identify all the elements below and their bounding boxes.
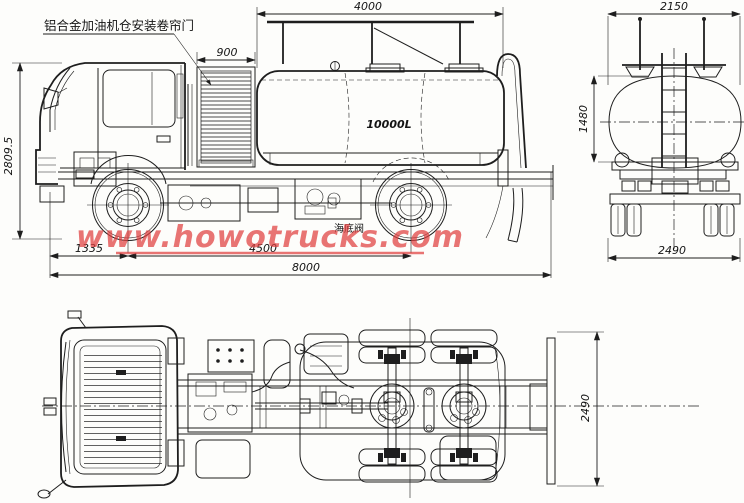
cab-plan (37, 310, 185, 499)
tank-rear (600, 17, 744, 250)
tank-capacity-label: 10000L (366, 118, 411, 131)
engine-and-equipment-plan (187, 333, 497, 481)
watermark-text: www.howotrucks.com (76, 220, 464, 255)
top-view: 2490 (37, 310, 700, 499)
dim-front-overhang: 1335 (75, 242, 103, 255)
dim-wheelbase: 4500 (249, 242, 277, 255)
dim-track-width: 2490 (658, 244, 686, 257)
dim-tank-length: 4000 (354, 0, 382, 13)
cab-side (35, 62, 193, 203)
side-view: 铝合金加油机仓安装卷帘门 2809.5 (2, 0, 554, 279)
dim-cabinet-width: 900 (217, 46, 238, 59)
watermark: www.howotrucks.com (76, 220, 464, 255)
dispenser-cabinet (196, 66, 256, 168)
dim-tank-height: 1480 (577, 105, 590, 133)
dim-overall-length: 8000 (292, 261, 320, 274)
chassis-rear (609, 157, 741, 237)
frame-plan (43, 337, 556, 485)
bottom-valve-label: 海底阀 (334, 222, 364, 235)
tank-side: 10000L (256, 20, 527, 169)
dim-tank-width: 2150 (660, 0, 688, 13)
rear-view: 2150 1480 (577, 0, 744, 262)
dim-overall-width: 2490 (579, 394, 592, 422)
rolling-door-label: 铝合金加油机仓安装卷帘门 (44, 18, 194, 33)
chassis-side: 海底阀 (58, 149, 554, 243)
dim-overall-height: 2809.5 (2, 137, 15, 176)
